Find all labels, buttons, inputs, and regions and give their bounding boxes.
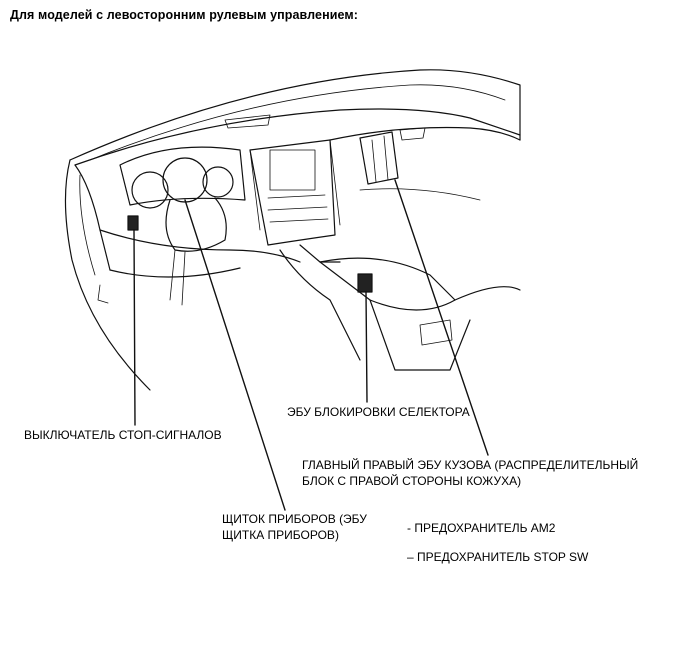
main-body-ecu-label: ГЛАВНЫЙ ПРАВЫЙ ЭБУ КУЗОВА (РАСПРЕДЕЛИТЕЛ… (302, 457, 638, 489)
console-rear (369, 299, 471, 371)
left-door-inner (79, 174, 96, 276)
left-dash-end (74, 164, 111, 271)
stop-switch-part (127, 215, 139, 231)
gauge-left (131, 171, 169, 209)
console-left (279, 249, 361, 361)
center-display (269, 149, 316, 191)
shift-lock-ecu-label: ЭБУ БЛОКИРОВКИ СЕЛЕКТОРА (287, 405, 470, 419)
leader-stop-switch (133, 229, 136, 426)
leader-shift-lock-ecu (365, 291, 368, 403)
body-ecu-detail (371, 135, 389, 183)
glovebox (359, 188, 481, 201)
fuse-am2-label: - ПРЕДОХРАНИТЕЛЬ AM2 (407, 521, 556, 535)
center-stack (249, 139, 336, 246)
knee-panel (109, 267, 241, 278)
pedal (97, 284, 109, 304)
leader-combination-meter (184, 199, 286, 511)
left-door-panel (64, 159, 151, 391)
steering-column (165, 197, 227, 252)
windshield-inner (89, 84, 506, 161)
main-body-ecu-line1: ГЛАВНЫЙ ПРАВЫЙ ЭБУ КУЗОВА (РАСПРЕДЕЛИТЕЛ… (302, 458, 639, 472)
defrost-vent (224, 114, 271, 129)
dash-top (74, 108, 521, 166)
right-floor (454, 286, 521, 301)
combination-meter-line1: ЩИТОК ПРИБОРОВ (ЭБУ (222, 512, 367, 526)
leader-body-ecu (394, 179, 489, 456)
cluster-hood (119, 146, 246, 206)
column-lower (169, 249, 186, 306)
combination-meter-line2: ЩИТКА ПРИБОРОВ) (222, 528, 339, 542)
lower-dash-left (99, 229, 301, 263)
main-body-ecu-line2: БЛОК С ПРАВОЙ СТОРОНЫ КОЖУХА) (302, 474, 522, 488)
right-dash (329, 126, 521, 141)
combination-meter-label: ЩИТОК ПРИБОРОВ (ЭБУ ЩИТКА ПРИБОРОВ) (222, 511, 367, 543)
center-vents (249, 139, 341, 231)
right-vent (399, 127, 426, 141)
body-ecu-part (359, 131, 399, 185)
gauge-center (162, 157, 208, 203)
center-controls (267, 194, 329, 223)
diagram-heading: Для моделей с левосторонним рулевым упра… (10, 8, 359, 22)
gauge-right (202, 166, 234, 198)
fuse-stop-sw-label: – ПРЕДОХРАНИТЕЛЬ STOP SW (407, 550, 589, 564)
rear-vent (419, 319, 453, 346)
windshield-outline (69, 69, 521, 161)
stop-light-switch-label: ВЫКЛЮЧАТЕЛЬ СТОП-СИГНАЛОВ (24, 428, 222, 442)
shift-lock-ecu-part (357, 273, 373, 293)
armrest (319, 257, 456, 311)
